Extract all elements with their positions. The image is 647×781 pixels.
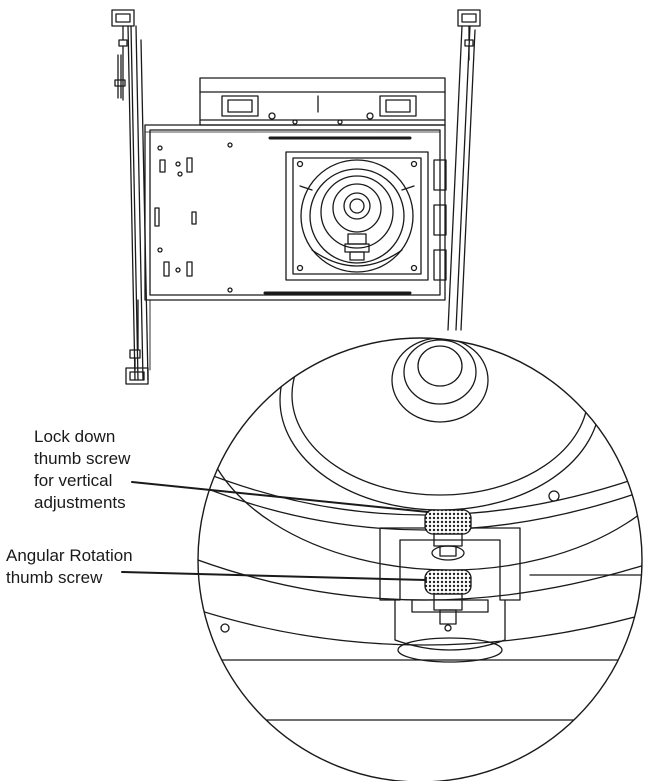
magnified-detail (197, 337, 643, 781)
bar-hanger-right (447, 25, 476, 331)
lock-down-thumb-screw (424, 509, 472, 561)
callout-lock-down-thumb-screw: Lock down thumb screw for vertical adjus… (34, 427, 131, 512)
mounting-clip-bottom-left (125, 299, 149, 385)
plaster-frame (144, 124, 447, 301)
aperture-assembly (285, 151, 429, 281)
mounting-clip-top-left (111, 9, 135, 101)
leader-line-lock-down (131, 481, 429, 513)
junction-box (199, 77, 446, 126)
leader-line-angular-rotation (121, 571, 427, 581)
angular-rotation-thumb-screw (424, 569, 472, 632)
recessed-housing (111, 9, 481, 385)
callout-angular-rotation-thumb-screw: Angular Rotation thumb screw (6, 546, 133, 587)
